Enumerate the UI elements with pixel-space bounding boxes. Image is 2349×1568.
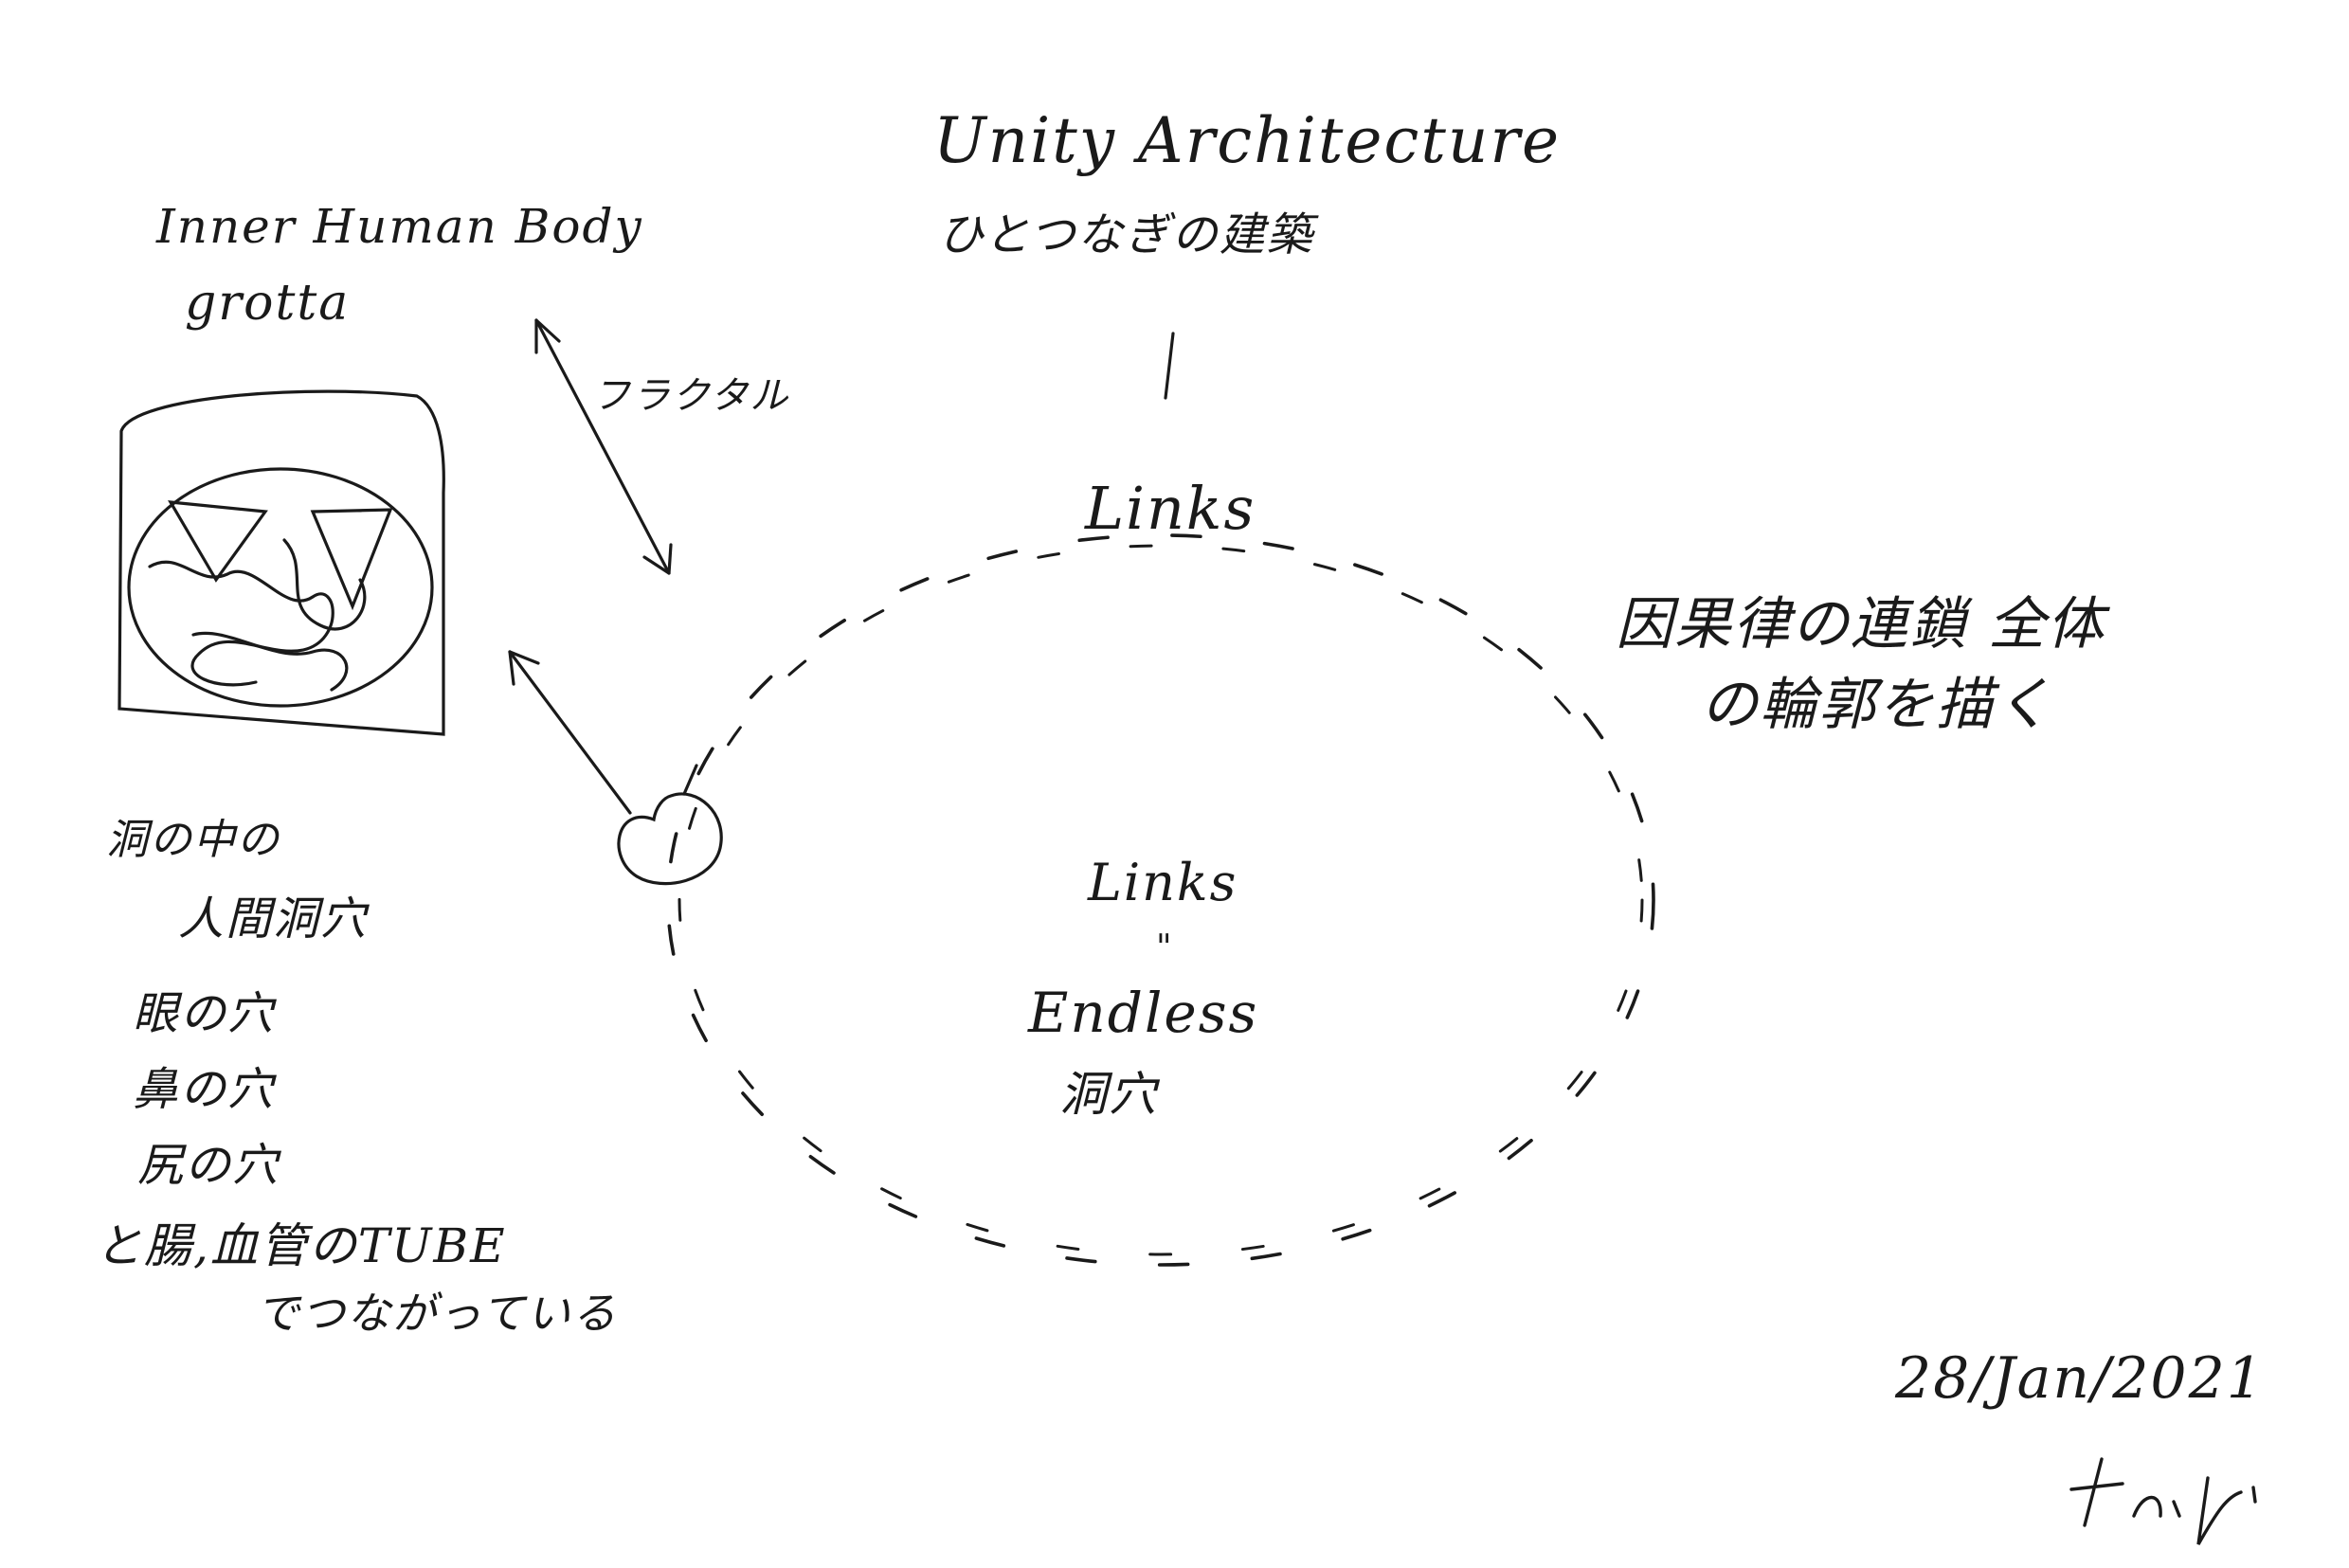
left-note-line-5: 尻の穴 [137, 1139, 280, 1192]
fractal-label: フラクタル [592, 374, 790, 418]
left-note-line-1: 洞の中の [106, 816, 280, 864]
grotta-box [117, 389, 445, 736]
links-ring-inner [678, 544, 1644, 1256]
right-note-line-1: 因果律の連鎖 全体 [1616, 591, 2106, 658]
title-line-1: Unity Architecture [933, 104, 1562, 177]
grotta-body-squiggle-2 [282, 538, 367, 631]
center-equals: " [1156, 928, 1174, 967]
grotta-face-left [168, 500, 268, 583]
left-note-line-4: 鼻の穴 [133, 1063, 276, 1116]
fractal-arrow-head-bottom [642, 543, 673, 575]
node-to-grotta-arrow-head [508, 650, 540, 686]
fractal-arrow-line [534, 318, 671, 575]
grotta-face-right [310, 508, 393, 611]
center-cave: 洞穴 [1059, 1067, 1158, 1122]
left-note-line-3: 眼の穴 [133, 987, 276, 1040]
node-to-grotta-arrow [508, 650, 632, 815]
left-note-line-6: と腸,血管のTUBE [95, 1218, 507, 1273]
grotta-body-squiggle [148, 560, 334, 687]
right-note-line-2: の輪郭を描く [1701, 672, 2053, 738]
signature [2069, 1457, 2257, 1545]
ring-top-label: Links [1085, 474, 1256, 543]
ring-node-tip [682, 764, 698, 796]
left-note-line-7: でつながっている [256, 1288, 618, 1339]
ring-node [617, 792, 723, 886]
grotta-tube [191, 631, 349, 692]
links-ring [666, 533, 1655, 1267]
inner-body-title: Inner Human Body [156, 199, 643, 254]
date-label: 28/Jan/2021 [1895, 1345, 2265, 1412]
inner-body-subtitle: grotta [185, 275, 351, 332]
left-note-line-2: 人間洞穴 [178, 892, 369, 946]
center-endless: Endless [1028, 981, 1259, 1045]
title-connector-line [1164, 332, 1175, 400]
grotta-cave-opening [127, 467, 434, 708]
title-line-2: ひとつなぎの建築 [938, 208, 1314, 261]
fractal-arrow-head-top [534, 318, 561, 354]
center-links: Links [1088, 853, 1238, 912]
